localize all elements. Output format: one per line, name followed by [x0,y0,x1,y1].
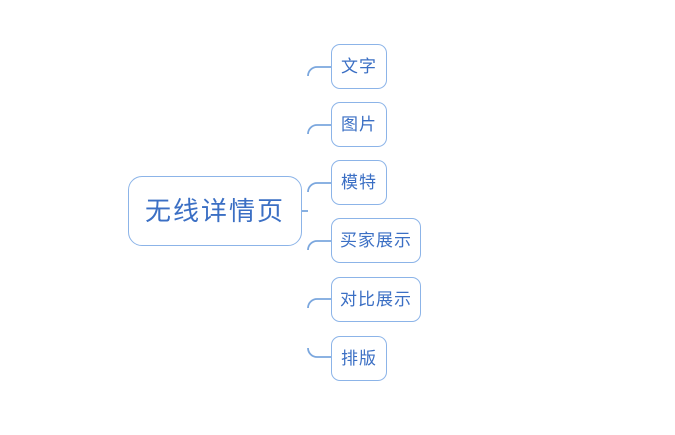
node-child-label: 图片 [341,115,377,134]
node-child-mote[interactable]: 模特 [331,160,387,205]
node-child-paiban[interactable]: 排版 [331,336,387,381]
node-child-label: 对比展示 [340,290,412,309]
node-child-label: 文字 [341,57,377,76]
node-child-label: 买家展示 [340,231,412,250]
connector-branch-6 [307,347,331,358]
node-child-maijiazhanshi[interactable]: 买家展示 [331,218,421,263]
connector-branch-4 [307,240,331,251]
node-child-duibizhanshi[interactable]: 对比展示 [331,277,421,322]
connector-branch-2 [307,124,331,135]
node-child-tupian[interactable]: 图片 [331,102,387,147]
node-root-label: 无线详情页 [144,196,285,226]
node-child-label: 模特 [341,173,377,192]
node-child-label: 排版 [341,349,377,368]
connector-branch-1 [307,66,331,77]
node-child-wenzi[interactable]: 文字 [331,44,387,89]
connector-branch-3 [307,182,331,193]
node-root[interactable]: 无线详情页 [128,176,302,246]
connector-branch-5 [307,298,331,309]
